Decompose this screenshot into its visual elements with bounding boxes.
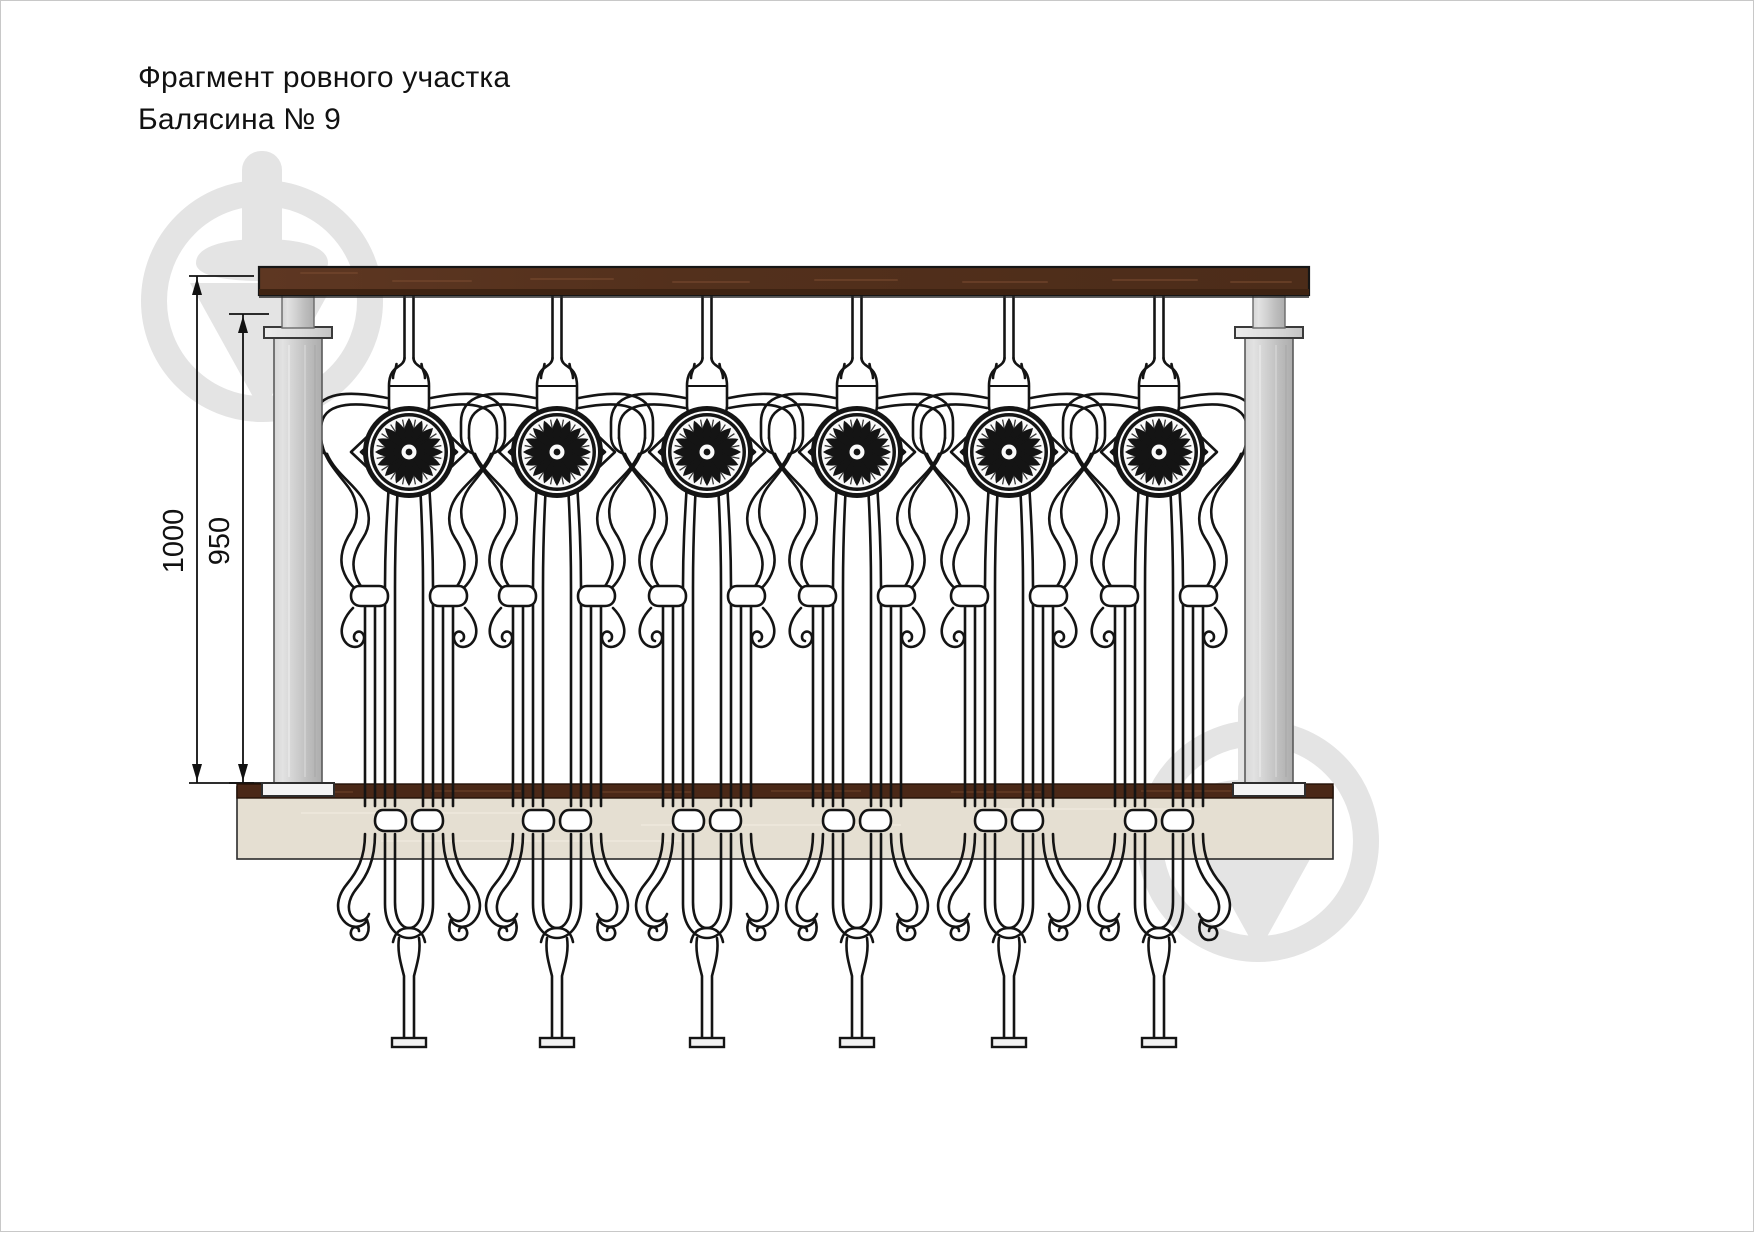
title-line-baluster: Балясина № 9 [138, 103, 342, 136]
dimension-label-1000: 1000 [158, 509, 190, 574]
baluster-row [313, 286, 1255, 1047]
baluster[interactable] [611, 286, 803, 1047]
title-line-fragment: Фрагмент ровного участка [138, 61, 511, 94]
handrail[interactable] [257, 265, 1311, 298]
dimension-label-950: 950 [204, 517, 236, 565]
baluster[interactable] [461, 286, 653, 1047]
title-block: Фрагмент ровного участка Балясина № 9 [138, 57, 510, 141]
baluster[interactable] [313, 286, 505, 1047]
